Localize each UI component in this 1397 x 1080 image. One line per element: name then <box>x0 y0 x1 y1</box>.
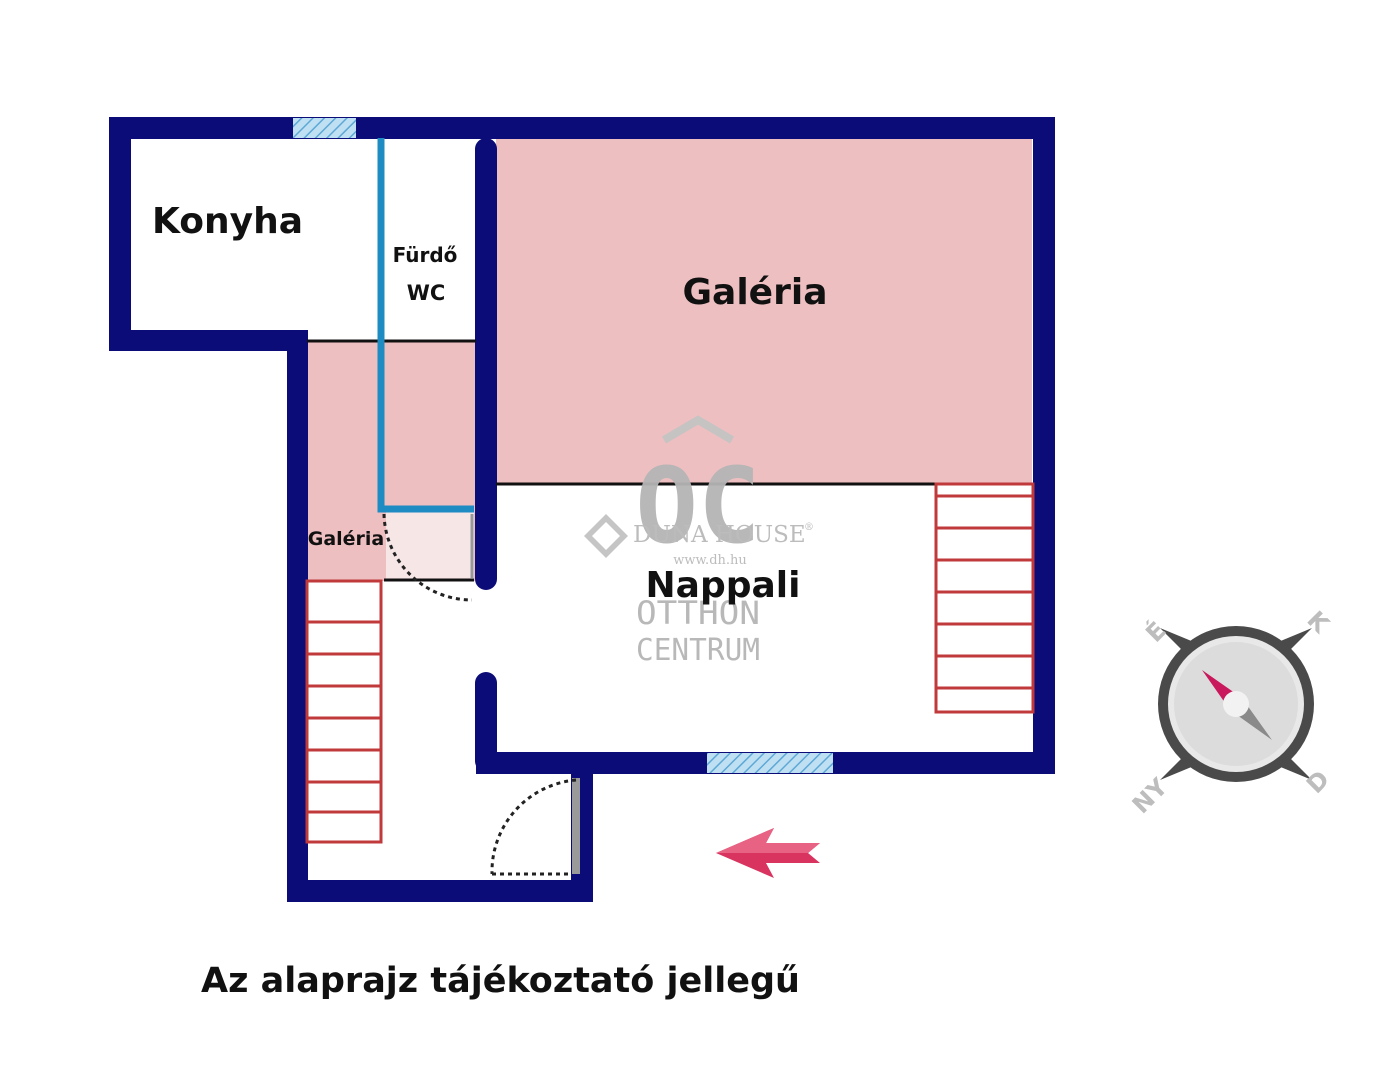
room-fills <box>307 138 1032 581</box>
room-label-galeria-small: Galéria <box>308 528 385 550</box>
room-label-konyha: Konyha <box>152 201 303 242</box>
window-bottom <box>707 753 833 773</box>
room-label-furdo: Fürdő <box>393 243 458 267</box>
window-top <box>293 118 356 138</box>
compass: É K D NY <box>1127 606 1336 820</box>
room-label-nappali: Nappali <box>646 565 801 606</box>
inner-wall-upper <box>475 138 497 590</box>
stairs-right <box>934 482 1035 714</box>
compass-north-label: É <box>1140 616 1172 648</box>
watermark-line2: CENTRUM <box>636 633 760 668</box>
watermark-line1: OTTHON <box>636 594 760 632</box>
room-label-galeria-main: Galéria <box>683 272 828 313</box>
watermark: OC DUNA HOUSE ® www.dh.hu OTTHON CENTRUM <box>584 415 814 668</box>
stairs-left <box>305 579 383 844</box>
furdo-wc-area <box>386 138 476 341</box>
bathroom-door <box>382 513 474 602</box>
watermark-url: www.dh.hu <box>673 553 747 568</box>
entrance-door <box>490 778 580 876</box>
bathroom-partition <box>377 138 474 513</box>
watermark-registered: ® <box>804 522 814 533</box>
compass-east-label: K <box>1302 606 1336 640</box>
watermark-brand: DUNA HOUSE <box>633 522 806 548</box>
watermark-logo: OC <box>635 445 760 567</box>
inner-wall-lower <box>475 672 497 772</box>
disclaimer-caption: Az alaprajz tájékoztató jellegű <box>201 961 800 1001</box>
compass-west-label: NY <box>1127 772 1174 819</box>
entrance-arrow-icon <box>716 828 820 878</box>
door-swing-area <box>386 512 474 580</box>
room-label-wc: WC <box>407 281 446 305</box>
compass-south-label: D <box>1301 765 1335 799</box>
watermark-roof-icon <box>661 415 735 444</box>
galeria-main-area <box>496 138 1032 484</box>
